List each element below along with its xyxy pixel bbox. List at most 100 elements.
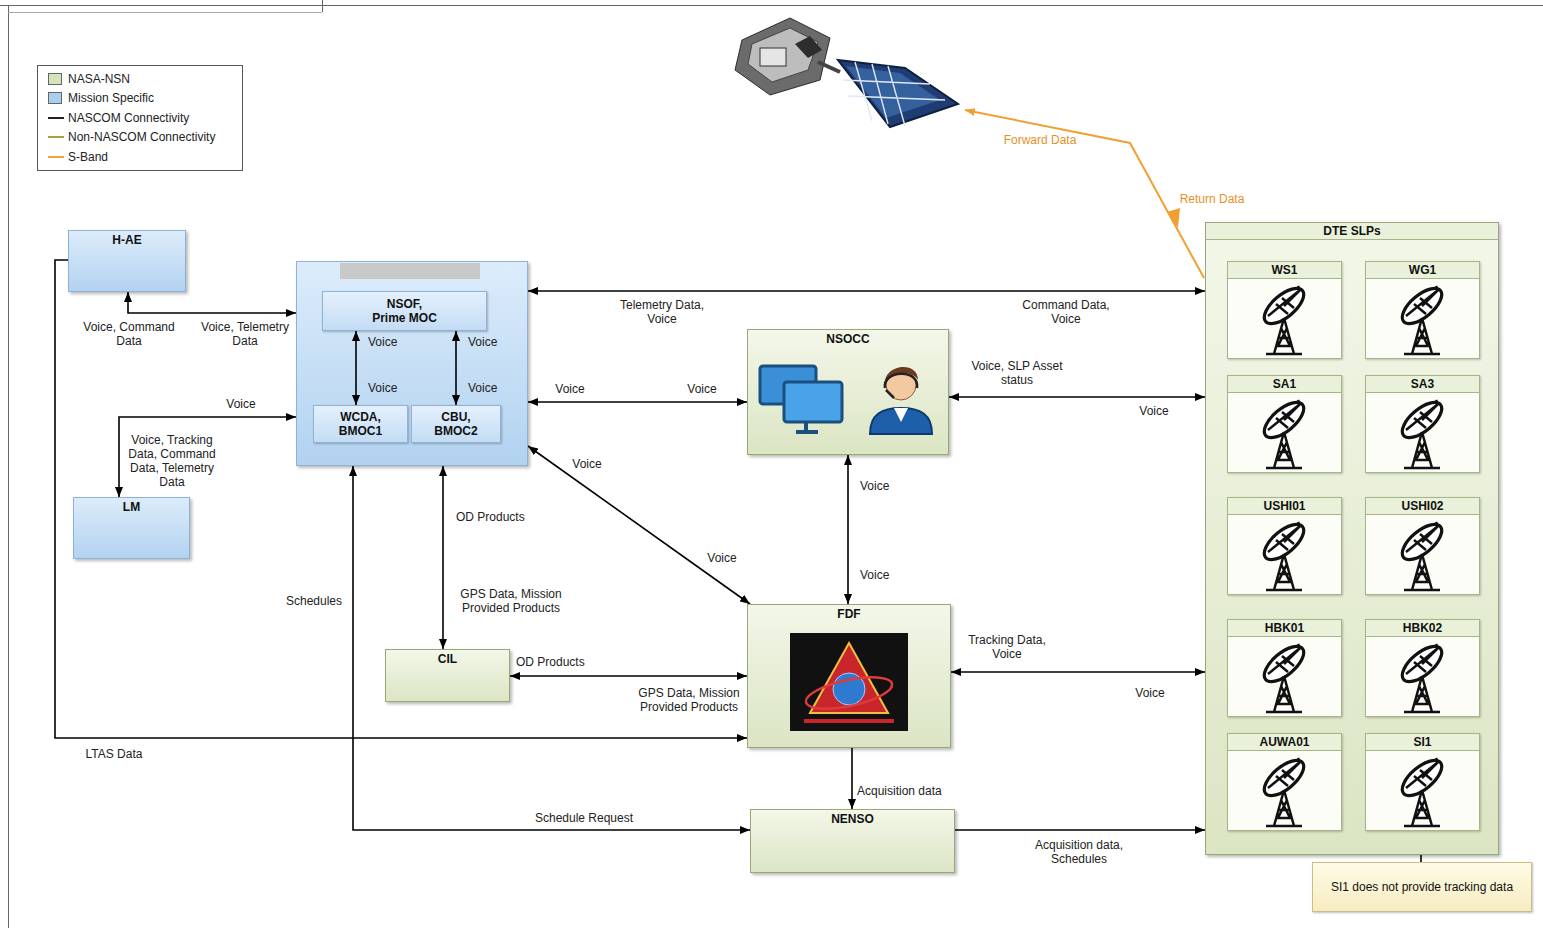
ground-station-box: WS1 (1227, 261, 1342, 359)
edge-label: Acquisition data (857, 784, 942, 798)
antenna-icon (1392, 754, 1456, 830)
node-title: AUWA01 (1228, 734, 1341, 751)
operator-icon (748, 330, 950, 456)
ground-station-box: SI1 (1365, 733, 1480, 831)
flow-label: Voice (368, 381, 397, 395)
node-title: WG1 (1366, 262, 1479, 279)
s-band-link (965, 110, 1204, 278)
ground-station-box: HBK01 (1227, 619, 1342, 717)
connector (847, 455, 849, 604)
edge-label: Voice (368, 335, 397, 349)
legend-text: NASA-NSN (68, 72, 130, 86)
connector (55, 260, 747, 738)
mission-sub-box: NSOF, Prime MOC (322, 291, 487, 331)
nsn-box: DTE SLPsWS1 WG1SA1 SA3USHI01 USHI02HBK01 HBK… (1205, 222, 1499, 855)
edge-label: Voice (468, 335, 497, 349)
connector (353, 466, 750, 830)
legend-line-sample (48, 151, 68, 163)
antenna-icon (1392, 396, 1456, 472)
legend-row: Mission Specific (48, 89, 242, 109)
edge-label: Voice, SLP Asset status (962, 359, 1072, 387)
node-title: HBK02 (1366, 620, 1479, 637)
edge-label: Voice, Command Data (82, 320, 177, 348)
node-title: USHI01 (1228, 498, 1341, 515)
mission-sub-box: CBU, BMOC2 (411, 405, 501, 443)
node-title: USHI02 (1366, 498, 1479, 515)
legend-line-sample (48, 131, 68, 143)
legend-box: NASA-NSN Mission SpecificNASCOM Connectiv… (37, 65, 243, 171)
ground-station-box: USHI02 (1365, 497, 1480, 595)
flow-label: Forward Data (1004, 133, 1077, 147)
antenna-icon (1254, 640, 1318, 716)
node-title: FDF (748, 605, 950, 623)
mission-box: NSOF, Prime MOC WCDA, BMOC1 CBU, BMOC2 (296, 261, 528, 466)
edge-label: LTAS Data (86, 747, 143, 761)
connector (955, 829, 1205, 831)
mission-sub-box: WCDA, BMOC1 (313, 405, 408, 443)
node-title: SA1 (1228, 376, 1341, 393)
edge-label: OD Products (456, 510, 525, 524)
antenna-icon (1254, 282, 1318, 358)
mission-box: H-AE (68, 230, 186, 292)
edge-label: Schedule Request (535, 811, 633, 825)
connector (119, 417, 296, 497)
antenna-icon (1392, 640, 1456, 716)
node-title: HBK01 (1228, 620, 1341, 637)
legend-line-sample (48, 112, 68, 124)
ground-station-box: USHI01 (1227, 497, 1342, 595)
ground-station-box: HBK02 (1365, 619, 1480, 717)
ground-station-box: SA3 (1365, 375, 1480, 473)
connector (455, 331, 457, 405)
antenna-icon (1392, 518, 1456, 594)
flow-label: Voice (1139, 404, 1168, 418)
antenna-icon (1254, 754, 1318, 830)
legend-swatch (48, 92, 62, 104)
connector (528, 290, 1205, 292)
logo-image (790, 633, 908, 731)
legend-row: Non-NASCOM Connectivity (48, 128, 242, 148)
nsn-box: FDF (747, 604, 951, 748)
flow-label: Voice (226, 397, 255, 411)
node-title: DTE SLPs (1206, 223, 1498, 240)
connector (528, 446, 750, 604)
flow-label: GPS Data, Mission Provided Products (454, 587, 569, 615)
legend-row: NASCOM Connectivity (48, 108, 242, 128)
flow-label: GPS Data, Mission Provided Products (632, 686, 747, 714)
legend-text: Mission Specific (68, 91, 154, 105)
edge-label: Voice (555, 382, 584, 396)
connector (510, 675, 747, 677)
node-title: NSOCC (748, 330, 948, 348)
antenna-icon (1392, 282, 1456, 358)
node-title: WCDA, BMOC1 (325, 410, 397, 438)
legend-row: NASA-NSN (48, 69, 242, 89)
flow-label: Voice, Telemetry Data (198, 320, 293, 348)
connector (128, 292, 296, 313)
flow-label: Return Data (1180, 192, 1245, 206)
edge-label: Tracking Data, Voice (957, 633, 1057, 661)
node-title: CBU, BMOC2 (420, 410, 492, 438)
edge-label: Voice (860, 479, 889, 493)
header-bar (340, 263, 480, 279)
legend-swatch (48, 73, 62, 85)
note-box: SI1 does not provide tracking data (1312, 862, 1532, 912)
connector (851, 748, 853, 809)
edge-label: Acquisition data, Schedules (1024, 838, 1134, 866)
node-title: NSOF, Prime MOC (369, 297, 441, 325)
flow-label: Voice (468, 381, 497, 395)
ground-station-box: SA1 (1227, 375, 1342, 473)
connector (528, 401, 747, 403)
legend-row: S-Band (48, 147, 242, 167)
edge-label: Telemetry Data, Voice (615, 298, 710, 326)
nsn-box: NENSO (750, 809, 955, 873)
connector (355, 331, 357, 405)
node-title: NENSO (751, 810, 954, 828)
nsn-box: CIL (385, 649, 510, 702)
flow-label: Voice (687, 382, 716, 396)
connector (949, 396, 1205, 398)
connector (951, 671, 1205, 673)
node-title: LM (74, 498, 189, 516)
connector (442, 466, 444, 649)
edge-label: Voice (572, 457, 601, 471)
node-title: SA3 (1366, 376, 1479, 393)
